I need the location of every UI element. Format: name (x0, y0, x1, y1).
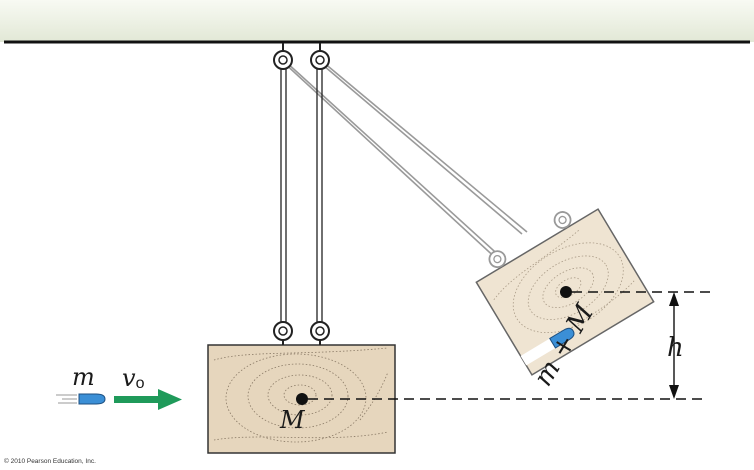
velocity-subscript: o (136, 375, 145, 392)
block-ring-left-icon (273, 321, 293, 345)
hanging-strings (280, 68, 323, 322)
bullet-mass-label: m (72, 363, 95, 391)
ceiling (0, 0, 754, 42)
raised-center-dot (560, 286, 572, 298)
raised-strings (280, 59, 528, 263)
velocity-arrow (114, 389, 182, 410)
block-ring-right-icon (310, 321, 330, 345)
block-mass-label: M (279, 406, 306, 434)
initial-center-dot (296, 393, 308, 405)
ballistic-pendulum-diagram: m + M M h (0, 0, 754, 454)
pivot-ring-left-icon (273, 43, 293, 70)
height-dimension-arrow (669, 292, 679, 399)
velocity-label: vo (122, 364, 145, 392)
height-label: h (667, 333, 684, 363)
copyright-notice: © 2010 Pearson Education, Inc. (4, 458, 96, 465)
pivot-ring-right-icon (310, 43, 330, 70)
bullet (56, 393, 106, 405)
